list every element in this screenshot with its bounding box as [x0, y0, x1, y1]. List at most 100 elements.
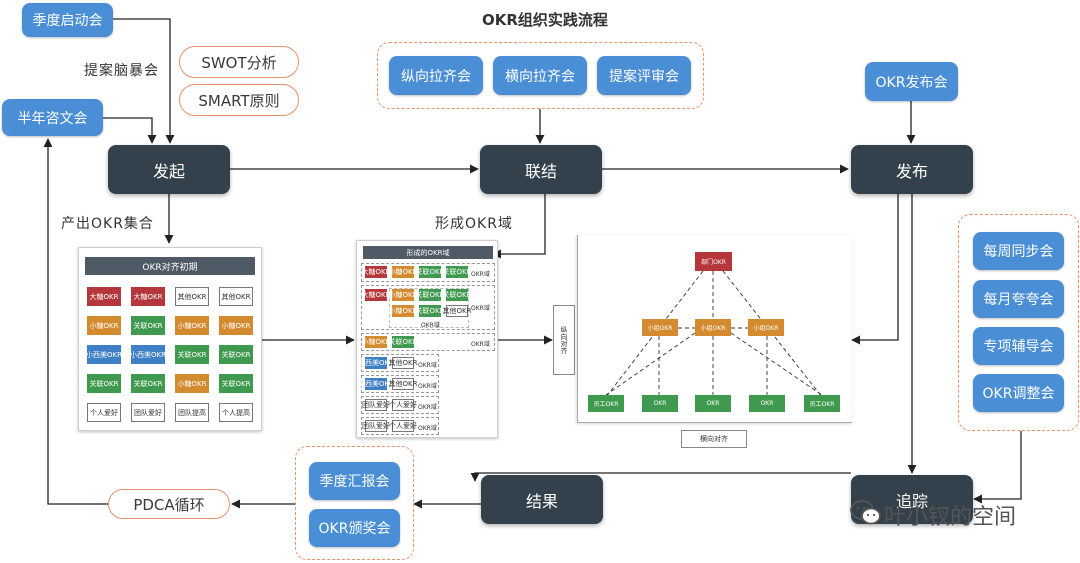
connect-meetings-group [377, 42, 704, 109]
tree-node-bottom: OKR [695, 395, 731, 412]
domain-group-5 [361, 375, 439, 393]
initial-okr-tile: 小西美OKR [130, 345, 166, 364]
horizontal-align-label: 横向对齐 [700, 435, 728, 443]
domain-label: OKR域 [418, 425, 437, 432]
domain-tile: 小糖OKR [388, 266, 418, 278]
okr-domain-panel: 形成的OKR域 大糖OKR 小糖OKR 关联OKR 关联OKR OKR域 大糖O… [356, 240, 498, 438]
pdca-cycle-node[interactable]: PDCA循环 [108, 489, 230, 519]
horizontal-align-label-box: 横向对齐 [681, 430, 747, 448]
stage-result[interactable]: 结果 [481, 475, 603, 524]
okr-initial-panel-title: OKR对齐初期 [85, 257, 255, 275]
initial-okr-tile: 其他OKR [219, 287, 253, 306]
domain-label: OKR域 [418, 362, 437, 369]
domain-tile: 小糖OKR [388, 305, 418, 317]
domain-subgroup-2 [389, 288, 469, 328]
okr-tree-panel: 部门OKR 小组OKR 小组OKR 小组OKR 员工OKR OKR OKR OK… [577, 235, 852, 423]
domain-label: OKR域 [418, 383, 437, 390]
produce-okr-set-label: 产出OKR集合 [61, 216, 154, 232]
vertical-align-meeting[interactable]: 纵向拉齐会 [389, 56, 483, 95]
domain-group-6 [361, 396, 439, 414]
domain-label: OKR域 [421, 322, 440, 329]
domain-tile: 小西美OKR [358, 357, 394, 369]
domain-tile: 关联OKR [388, 336, 418, 348]
tree-node-middle: 小组OKR [748, 319, 784, 336]
result-meetings-group [295, 446, 414, 560]
okr-initial-panel: OKR对齐初期 大糖OKR 大糖OKR 其他OKR 其他OKR 小糖OKR 关联OKR 小糖… [78, 247, 262, 431]
domain-tile: 大糖OKR [361, 289, 391, 301]
smart-node[interactable]: SMART原则 [179, 84, 299, 116]
domain-tile: 其他OKR [388, 357, 418, 369]
domain-tile: 小糖OKR [361, 336, 391, 348]
initial-okr-tile: 关联OKR [131, 316, 165, 335]
domain-tile: 其他OKR [442, 305, 472, 317]
initial-okr-tile: 小糖OKR [87, 316, 121, 335]
domain-tile: 关联OKR [442, 289, 472, 301]
diagram-title: OKR组织实践流程 [482, 11, 608, 29]
brainstorm-label: 提案脑暴会 [84, 63, 159, 79]
initial-okr-tile: 小糖OKR [175, 316, 209, 335]
domain-tile: 个人爱好 [389, 399, 417, 411]
quarter-kickoff-node[interactable]: 季度启动会 [22, 3, 113, 37]
initial-okr-tile: 个人爱好 [87, 403, 121, 422]
initial-okr-tile: 个人提高 [219, 403, 253, 422]
stage-initiate[interactable]: 发起 [108, 145, 230, 194]
domain-group-3 [361, 333, 495, 351]
watermark-text: 叶小钗的空间 [884, 505, 1017, 530]
initial-okr-tile: 关联OKR [219, 374, 253, 393]
swot-node[interactable]: SWOT分析 [179, 46, 299, 78]
initial-okr-tile: 其他OKR [175, 287, 209, 306]
vertical-align-label: 纵向对齐 [560, 326, 568, 354]
initial-okr-tile: 大糖OKR [131, 287, 165, 306]
domain-group-4 [361, 354, 439, 372]
okr-domain-panel-title: 形成的OKR域 [363, 246, 493, 259]
initial-okr-tile: 小糖OKR [219, 316, 253, 335]
domain-tile: 关联OKR [415, 266, 445, 278]
initial-okr-tile: 关联OKR [175, 345, 209, 364]
domain-tile: 其他OKR [388, 378, 418, 390]
okr-award-meeting[interactable]: OKR颁奖会 [309, 509, 400, 547]
quarterly-report-meeting[interactable]: 季度汇报会 [309, 462, 400, 500]
domain-label: OKR域 [471, 341, 490, 348]
domain-tile: 关联OKR [442, 266, 472, 278]
tree-node-top: 部门OKR [695, 252, 732, 271]
stage-publish[interactable]: 发布 [851, 145, 973, 194]
initial-okr-tile: 团队爱好 [131, 403, 165, 422]
tree-node-bottom: OKR [749, 395, 785, 412]
initial-okr-tile: 关联OKR [87, 374, 121, 393]
initial-okr-tile: 小西美OKR [86, 345, 122, 364]
special-coaching-meeting[interactable]: 专项辅导会 [973, 327, 1064, 365]
domain-label: OKR域 [471, 271, 490, 278]
domain-tile: 关联OKR [415, 305, 445, 317]
monthly-praise-meeting[interactable]: 每月夸夸会 [973, 280, 1064, 318]
initial-okr-tile: 关联OKR [131, 374, 165, 393]
form-okr-domain-label: 形成OKR域 [435, 216, 513, 232]
tree-node-middle: 小组OKR [642, 319, 678, 336]
half-year-meeting-node[interactable]: 半年咨文会 [2, 99, 103, 136]
proposal-review-meeting[interactable]: 提案评审会 [597, 56, 691, 95]
vertical-align-label-box: 纵向对齐 [553, 305, 575, 375]
initial-okr-tile: 大糖OKR [87, 287, 121, 306]
tree-node-middle: 小组OKR [695, 319, 731, 336]
domain-label: OKR域 [471, 305, 490, 312]
tree-node-bottom: 员工OKR [804, 395, 840, 412]
okr-release-node[interactable]: OKR发布会 [865, 62, 958, 101]
domain-group-2 [361, 285, 495, 330]
tree-node-bottom: OKR [642, 395, 678, 412]
domain-tile: 个人爱好 [389, 420, 417, 432]
initial-okr-tile: 小糖OKR [175, 374, 209, 393]
domain-group-1 [361, 263, 495, 282]
tree-node-bottom: 员工OKR [588, 395, 624, 412]
stage-connect[interactable]: 联结 [480, 145, 602, 194]
domain-tile: 团队爱好 [362, 420, 390, 432]
domain-tile: 大糖OKR [361, 266, 391, 278]
weekly-sync-meeting[interactable]: 每周同步会 [973, 232, 1064, 270]
okr-adjust-meeting[interactable]: OKR调整会 [973, 374, 1064, 412]
initial-okr-tile: 关联OKR [219, 345, 253, 364]
domain-tile: 团队爱好 [362, 399, 390, 411]
domain-group-7 [361, 417, 439, 435]
horizontal-align-meeting[interactable]: 横向拉齐会 [493, 56, 587, 95]
initial-okr-tile: 团队提高 [175, 403, 209, 422]
domain-tile: 小糖OKR [388, 289, 418, 301]
domain-tile: 关联OKR [415, 289, 445, 301]
